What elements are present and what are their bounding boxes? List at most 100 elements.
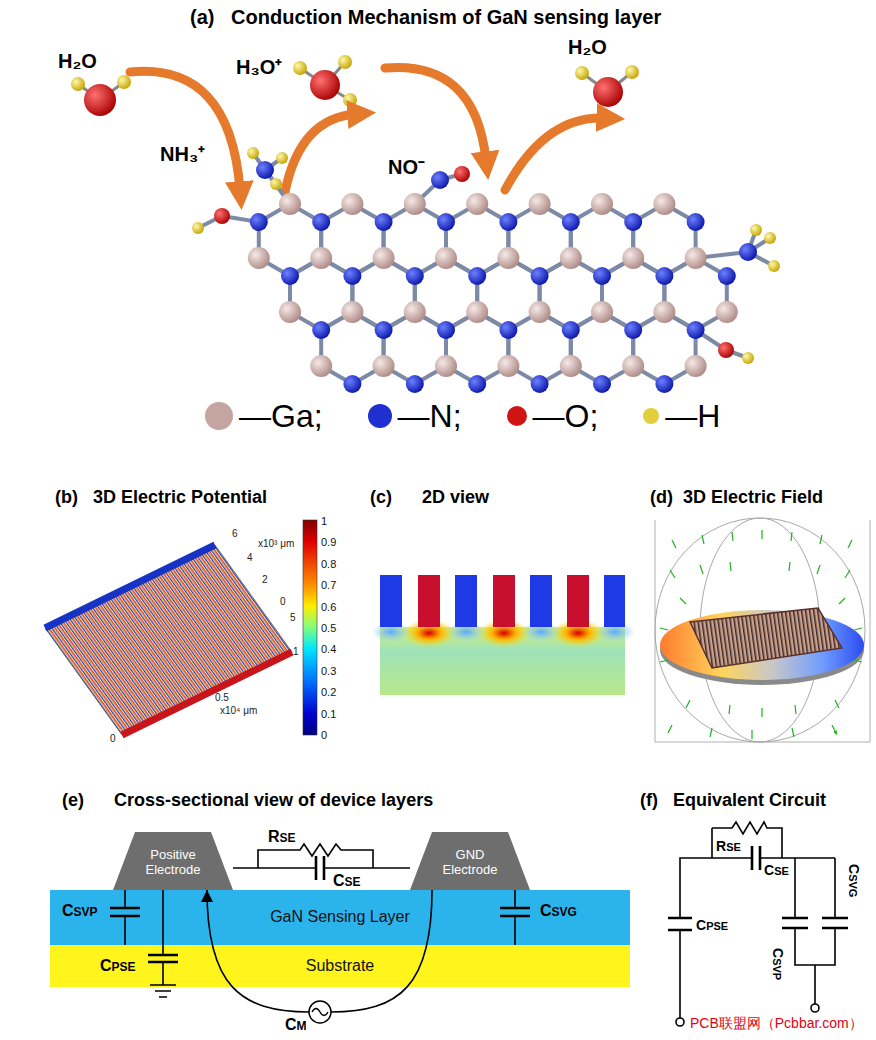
water-molecule — [625, 65, 639, 79]
potential-cross-section — [604, 575, 625, 627]
component-label: RSE — [268, 828, 296, 846]
legend-swatch — [205, 402, 233, 430]
device-layers — [50, 890, 630, 987]
gan-lattice — [593, 267, 611, 285]
colorbar-tick: 0.9 — [321, 536, 336, 549]
legend-item: —H — [643, 398, 720, 435]
electric-field-plot — [690, 608, 842, 668]
legend-item: —O; — [507, 398, 599, 435]
equivalent-circuit — [668, 822, 848, 1026]
legend-swatch — [507, 406, 527, 426]
gan-lattice — [406, 267, 424, 285]
potential-cross-section — [530, 575, 552, 627]
reaction-arrows — [130, 67, 605, 192]
gan-lattice — [529, 301, 551, 323]
axis-tick: 6 — [232, 528, 238, 540]
colorbar-tick: 1 — [321, 515, 327, 528]
molecule-label: NO⁻ — [388, 156, 425, 179]
device-layers — [50, 890, 630, 945]
gan-lattice — [466, 301, 488, 323]
potential-cross-section — [371, 575, 635, 695]
wire — [150, 985, 176, 997]
wire — [125, 890, 515, 985]
electrode-potential-plot — [45, 545, 292, 735]
gan-lattice — [279, 301, 301, 323]
gan-lattice — [466, 193, 488, 215]
gan-lattice — [343, 267, 361, 285]
equivalent-circuit — [668, 846, 848, 930]
gan-lattice — [198, 153, 774, 358]
ac-source-symbol — [312, 1009, 328, 1016]
gan-lattice — [653, 193, 675, 215]
legend-text: —H — [665, 398, 720, 435]
gan-lattice — [497, 355, 519, 377]
watermark: PCB联盟网（Pcbbar.com） — [690, 1015, 863, 1031]
component-label: CSE — [333, 872, 361, 890]
gan-lattice — [562, 321, 580, 339]
gan-lattice — [431, 171, 449, 189]
molecule-label: H₃O⁺ — [236, 56, 282, 79]
hydronium-molecule — [338, 55, 352, 69]
axis-tick: 0 — [110, 733, 116, 745]
potential-cross-section — [418, 575, 440, 627]
potential-cross-section — [380, 575, 402, 627]
legend-text: —O; — [533, 398, 599, 435]
gan-lattice — [560, 247, 582, 269]
reaction-arrows — [385, 67, 486, 160]
colorbar-tick: 0.5 — [321, 622, 336, 635]
gan-lattice — [404, 193, 426, 215]
gan-lattice — [310, 247, 332, 269]
gan-lattice — [312, 213, 330, 231]
gan-lattice — [499, 321, 517, 339]
gan-lattice — [716, 301, 738, 323]
gan-lattice — [624, 213, 642, 231]
component-label: CSVG — [540, 902, 577, 920]
gan-lattice — [655, 375, 673, 393]
node-text: Positive Electrode — [135, 848, 211, 878]
electric-field-plot — [660, 530, 862, 739]
gan-lattice — [622, 247, 644, 269]
gan-lattice — [497, 247, 519, 269]
legend-text: —N; — [398, 398, 462, 435]
panel-title: (a) Conduction Mechanism of GaN sensing … — [190, 6, 661, 29]
wire — [125, 890, 515, 997]
hydronium-molecule — [293, 61, 307, 75]
device-layers — [50, 945, 630, 987]
molecule-label: NH₃⁺ — [160, 143, 205, 166]
water-molecule — [71, 77, 85, 91]
component-label: CSVP — [62, 902, 98, 920]
gan-lattice — [531, 375, 549, 393]
gan-lattice — [310, 355, 332, 377]
legend-text: —Ga; — [239, 398, 323, 435]
capacitor-symbol — [500, 908, 530, 916]
connector — [207, 890, 432, 1012]
legend: —Ga; —N; —O; —H — [205, 398, 720, 435]
electrode-potential-plot — [45, 545, 215, 628]
substrate-band: Substrate — [50, 945, 630, 987]
gan-lattice — [560, 355, 582, 377]
gan-lattice — [343, 375, 361, 393]
electric-field-plot — [655, 520, 870, 742]
axis-tick: x10⁴ μm — [220, 705, 257, 717]
gan-lattice — [270, 178, 282, 190]
gan-lattice — [687, 321, 705, 339]
potential-cross-section — [493, 575, 515, 627]
equivalent-circuit — [811, 1004, 819, 1012]
component-label: CPSE — [696, 917, 728, 933]
gan-lattice — [531, 267, 549, 285]
gan-lattice — [373, 247, 395, 269]
gan-lattice — [341, 193, 363, 215]
gan-lattice — [312, 321, 330, 339]
legend-swatch — [368, 404, 392, 428]
gan-lattice — [375, 213, 393, 231]
electrode: Positive Electrode — [113, 832, 233, 890]
gan-lattice — [764, 232, 776, 244]
water-molecule — [593, 77, 623, 107]
gan-lattice — [685, 247, 707, 269]
molecule-label: H₂O — [58, 50, 97, 73]
capacitor-symbol — [148, 955, 178, 962]
component-label: CSE — [764, 862, 789, 878]
gan-lattice — [248, 247, 270, 269]
electrode-potential-plot — [122, 652, 292, 735]
equivalent-circuit — [676, 1018, 684, 1026]
